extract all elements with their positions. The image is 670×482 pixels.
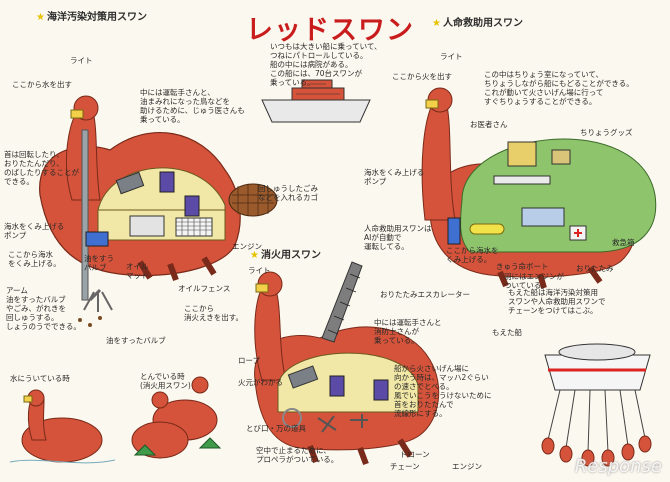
flying-swan: [131, 376, 222, 459]
marine-seat: [159, 171, 175, 193]
flying-label: とんでいる時 (消火用スワン): [140, 372, 191, 390]
marine-oil-fence-label: オイルフェンス: [178, 284, 231, 293]
rescue-folding-label: おりたたみ: [576, 264, 614, 273]
marine-workers-label: 中には運転手さんと、 油まみれになった鳥などを 助けるために、じゅう医さんも 乗…: [140, 88, 245, 124]
section-fire-label: 消火用スワン: [260, 250, 321, 261]
section-fire: ★消火用スワン: [250, 246, 321, 261]
intro-text: いつもは大きい船に乗っていて、 つねにパトロールしている。 船の中には病院がある…: [270, 42, 382, 87]
fire-water-out-label: ここから 消火えきを出す。: [184, 304, 244, 322]
marine-legs: [137, 256, 217, 282]
rescue-hospital-label: この中はちりょう室になっていて、 ちりょうしながら船にもどることができる。 これ…: [484, 70, 634, 106]
rescue-boat: [469, 223, 505, 235]
marine-oil-mat-label: オイル マット: [126, 262, 149, 280]
rescue-light-label: ライト: [440, 52, 463, 61]
rescue-bed: [493, 175, 551, 185]
fire-legs: [307, 438, 413, 466]
section-marine: ★海洋汚染対策用スワン: [36, 8, 147, 23]
rescue-fire-out-label: ここから火を出す: [392, 72, 452, 81]
marine-seat-2: [184, 195, 200, 217]
fire-speed-label: 船から火さいげん場に 向かう時は、マッハ2ぐらい の速さでとべる。 風でいこうを…: [394, 364, 492, 418]
fire-rope-label: ロープ: [238, 356, 261, 365]
marine-swan-neck-pipe: [81, 129, 89, 301]
star-icon: ★: [432, 18, 441, 29]
rescue-supply-box: [521, 207, 565, 227]
fire-tools-label: とび口・万の道具: [246, 424, 306, 433]
fire-rope-coil: [282, 408, 302, 428]
rescue-pump-label: 海水をくみ上げる ポンプ: [364, 168, 425, 186]
fire-escalator-label: おりたたみエスカレーター: [380, 290, 470, 299]
star-icon: ★: [250, 250, 259, 261]
fire-seat: [329, 375, 345, 397]
floating-swan: [9, 389, 116, 464]
marine-pump-desc: ここから海水 をくみ上げる。: [8, 250, 61, 268]
rescue-doctor-label: お医者さん: [470, 120, 508, 129]
patrol-ship: [261, 79, 371, 123]
rescue-legs: [497, 266, 603, 289]
fire-swan-neck: [254, 283, 287, 381]
fire-escalator: [321, 261, 363, 343]
marine-valve-note: 油をすったバルブ: [106, 336, 166, 345]
marine-arm-label: アーム 油をすったバルブ やごみ、がれきを 回しゅうする。 しょうのうでできる。: [6, 286, 81, 331]
rescue-swan: [421, 87, 657, 289]
fire-panel: [287, 365, 319, 389]
fire-chain-label: チェーン: [390, 462, 420, 471]
rescue-pump: [447, 217, 461, 245]
fire-engine-label: エンジン: [452, 462, 482, 471]
ship-burned-label: もえた船: [492, 328, 522, 337]
floating-label: 水にういている時: [10, 374, 70, 383]
marine-basket-label: 回しゅうしたごみ などを入れるカゴ: [258, 184, 318, 202]
watermark: Response: [574, 456, 662, 477]
marine-suck-valve-label: 油をすう バルブ: [84, 254, 114, 272]
marine-basket: [228, 183, 278, 217]
fire-tools: [317, 414, 368, 433]
marine-engine-label: エンジン: [232, 242, 262, 251]
rescue-float-label: きゅう命ボート: [496, 262, 549, 271]
rescue-swan-beak: [425, 99, 439, 109]
marine-pump-label: 海水をくみ上げる ポンプ: [4, 222, 65, 240]
rescue-kit: [551, 149, 571, 165]
fire-drone-label: ドローン: [400, 450, 430, 459]
rescue-engine-wing-label: 羽にはエンジンが ついている。: [504, 272, 564, 290]
rescue-ai-label: 人命救助用スワンは AIが自動で 運転してる。: [364, 224, 432, 251]
marine-pump: [85, 231, 109, 247]
ship-note: もえた船は海洋汚染対策用 スワンや人命救助用スワンで チェーンをつけてはこぶ。: [508, 288, 606, 315]
section-marine-label: 海洋汚染対策用スワン: [46, 12, 147, 23]
marine-oil-mat: [129, 215, 165, 237]
rescue-pump-desc: ここから海水を くみ上げる。: [446, 246, 499, 264]
marine-swan: [39, 95, 278, 327]
section-rescue: ★人命救助用スワン: [432, 14, 523, 29]
rescue-first-aid-label: 救急箱: [612, 238, 635, 247]
marine-light-label: ライト: [70, 56, 93, 65]
rescue-monitor: [507, 141, 537, 167]
fire-propeller-label: 空中で止まるために、 プロペラがついている。: [256, 446, 339, 464]
fire-seat-2: [373, 379, 389, 401]
fire-source-label: 火元がわかる: [238, 378, 283, 387]
burned-ship: [541, 343, 652, 467]
poster-title: レッドスワン: [246, 15, 414, 46]
marine-swan-beak: [70, 109, 84, 119]
section-rescue-label: 人命救助用スワン: [442, 18, 523, 29]
fire-swan-beak: [255, 283, 269, 293]
rescue-swan-neck: [421, 99, 456, 221]
fire-crew-label: 中には運転手さんと 消防士さんが 乗っている。: [374, 318, 442, 345]
fire-swan: [254, 261, 440, 466]
marine-claw: [83, 291, 113, 312]
marine-neck-label: 首は回転したり、 おりたたんだり、 のばしたりすることが できる。: [4, 150, 79, 186]
marine-control-panel: [115, 171, 145, 195]
rescue-kit-label: ちりょうグッズ: [580, 128, 633, 137]
marine-water-out-label: ここから水を出す: [12, 80, 72, 89]
fire-light-label: ライト: [248, 266, 271, 275]
star-icon: ★: [36, 12, 45, 23]
marine-arm: [88, 288, 102, 302]
